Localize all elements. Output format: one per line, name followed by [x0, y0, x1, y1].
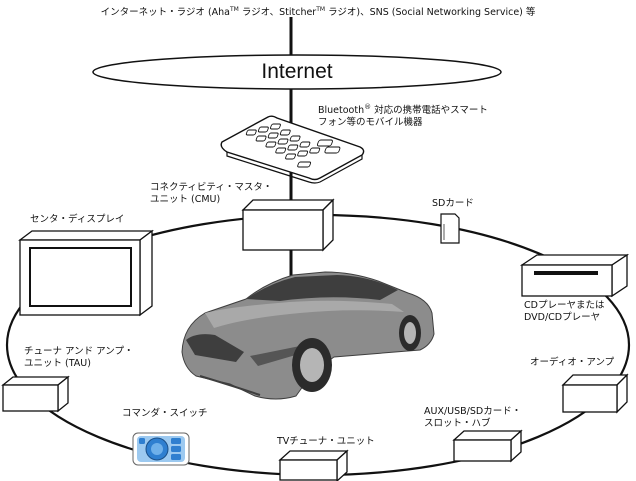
cd-player-icon: [519, 253, 630, 298]
caption-text-1: インターネット・ラジオ (Aha: [100, 7, 230, 18]
mobile-label-line2: フォン等のモバイル機器: [318, 117, 423, 129]
header-caption: インターネット・ラジオ (AhaTM ラジオ、StitcherTM ラジオ)、S…: [0, 4, 636, 18]
audio-amp-box: [561, 373, 629, 414]
cd-player-label: CDプレーヤまたは DVD/CDプレーヤ: [524, 300, 604, 324]
center-display-label: センタ・ディスプレイ: [30, 214, 125, 225]
mobile-label-bt: Bluetooth: [318, 105, 365, 117]
aux-hub-box: [452, 429, 523, 463]
internet-label: Internet: [261, 60, 333, 83]
center-display-icon: [18, 229, 154, 317]
audio-amp-label: オーディオ・アンプ: [530, 357, 615, 368]
commander-switch-label: コマンダ・スイッチ: [122, 408, 208, 419]
commander-switch-icon: [132, 432, 190, 466]
trademark-2: TM: [316, 5, 326, 13]
cd-label-line2: DVD/CDプレーヤ: [524, 312, 601, 323]
tv-tuner-box: [278, 449, 349, 481]
tau-label-line2: ユニット (TAU): [24, 358, 91, 369]
tau-label: チューナ アンド アンプ・ ユニット (TAU): [24, 346, 134, 370]
caption-text-3: ラジオ)、SNS (Social Networking Service) 等: [325, 7, 536, 18]
cmu-label-line2: ユニット (CMU): [150, 194, 221, 205]
cmu-box: [241, 198, 335, 252]
mobile-device-icon: [220, 115, 365, 184]
sd-card-icon: [440, 213, 460, 244]
aux-label-line1: AUX/USB/SDカード・: [424, 406, 522, 417]
tv-tuner-label: TVチューナ・ユニット: [277, 436, 375, 447]
aux-hub-label: AUX/USB/SDカード・ スロット・ハブ: [424, 406, 521, 430]
tau-label-line1: チューナ アンド アンプ・: [24, 346, 134, 357]
car-image: [181, 271, 435, 400]
registered-mark: ®: [364, 103, 372, 111]
sd-card-label: SDカード: [432, 198, 474, 209]
mobile-device-label: Bluetooth® 対応の携帯電話やスマート フォン等のモバイル機器: [318, 101, 488, 129]
caption-text-2: ラジオ、Stitcher: [238, 7, 317, 18]
cmu-label: コネクティビティ・マスタ・ ユニット (CMU): [150, 182, 272, 206]
aux-label-line2: スロット・ハブ: [424, 418, 491, 429]
internet-cloud: [92, 54, 502, 90]
mobile-label-rest: 対応の携帯電話やスマート: [371, 105, 488, 117]
tau-box: [1, 375, 70, 413]
trademark-1: TM: [230, 5, 239, 13]
cmu-label-line1: コネクティビティ・マスタ・: [150, 182, 273, 193]
cd-label-line1: CDプレーヤまたは: [524, 300, 605, 311]
